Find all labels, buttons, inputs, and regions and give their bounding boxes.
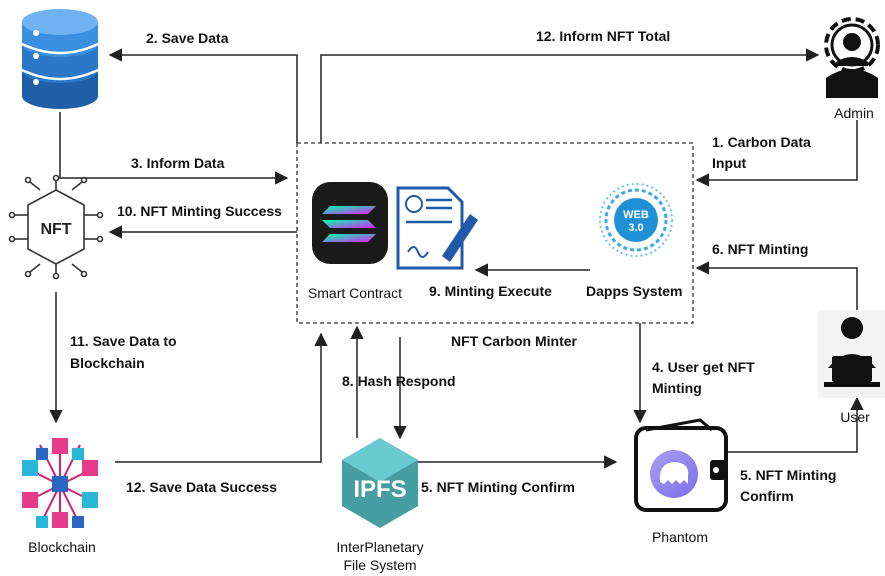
admin-gear-icon bbox=[824, 17, 880, 98]
phantom-wallet-icon bbox=[634, 418, 728, 512]
label-carbon-data-input-2: Input bbox=[712, 155, 747, 171]
ipfs-logo-icon bbox=[342, 438, 418, 528]
nft-badge-text: NFT bbox=[40, 221, 71, 238]
label-phantom-user-confirm-2: Confirm bbox=[740, 488, 794, 504]
edge-nft-minting bbox=[695, 261, 858, 310]
nft-chip-icon bbox=[8, 174, 104, 280]
dapps-system-label: Dapps System bbox=[586, 283, 683, 299]
contract-document-icon bbox=[396, 186, 478, 270]
edge-carbon-data-input bbox=[695, 120, 858, 187]
label-hash-respond: 8. Hash Respond bbox=[342, 373, 456, 389]
smart-contract-label: Smart Contract bbox=[307, 285, 403, 301]
label-nft-minting-confirm: 5. NFT Minting Confirm bbox=[421, 479, 575, 495]
edge-save-data bbox=[108, 48, 298, 143]
database-icon bbox=[21, 9, 99, 109]
system-box-title: NFT Carbon Minter bbox=[451, 333, 577, 349]
ipfs-label-line2: File System bbox=[343, 557, 417, 573]
edge-save-data-success bbox=[115, 332, 328, 463]
user-label: User bbox=[840, 409, 870, 425]
blockchain-label: Blockchain bbox=[28, 539, 96, 555]
label-user-get-nft-minting-2: Minting bbox=[652, 380, 702, 396]
label-nft-minting-success: 10. NFT Minting Success bbox=[117, 203, 282, 219]
admin-label: Admin bbox=[834, 105, 874, 121]
label-phantom-user-confirm-1: 5. NFT Minting bbox=[740, 467, 837, 483]
edge-inform-data bbox=[59, 112, 289, 185]
label-minting-execute: 9. Minting Execute bbox=[429, 283, 552, 299]
user-laptop-icon bbox=[818, 310, 885, 398]
web3-icon bbox=[599, 183, 673, 257]
label-inform-nft-total: 12. Inform NFT Total bbox=[536, 28, 671, 44]
label-save-data: 2. Save Data bbox=[146, 30, 229, 46]
label-carbon-data-input-1: 1. Carbon Data bbox=[712, 134, 811, 150]
label-user-get-nft-minting-1: 4. User get NFT bbox=[652, 359, 755, 375]
label-inform-data: 3. Inform Data bbox=[131, 155, 225, 171]
label-save-data-to-blockchain-1: 11. Save Data to bbox=[70, 333, 177, 349]
phantom-label: Phantom bbox=[651, 529, 709, 545]
nft-carbon-minter-boundary bbox=[296, 142, 694, 324]
web3-badge-top: WEB bbox=[623, 209, 649, 221]
solana-logo-icon bbox=[312, 182, 388, 264]
ipfs-logo-text: IPFS bbox=[353, 476, 406, 503]
blockchain-icon bbox=[22, 438, 98, 528]
label-save-data-to-blockchain-2: Blockchain bbox=[70, 355, 145, 371]
label-save-data-success: 12. Save Data Success bbox=[126, 479, 277, 495]
edge-inform-nft-total bbox=[320, 48, 820, 143]
edge-phantom-to-user bbox=[727, 396, 864, 453]
web3-badge-bottom: 3.0 bbox=[628, 222, 643, 234]
ipfs-label-line1: InterPlanetary bbox=[336, 539, 424, 555]
label-nft-minting: 6. NFT Minting bbox=[712, 241, 809, 257]
